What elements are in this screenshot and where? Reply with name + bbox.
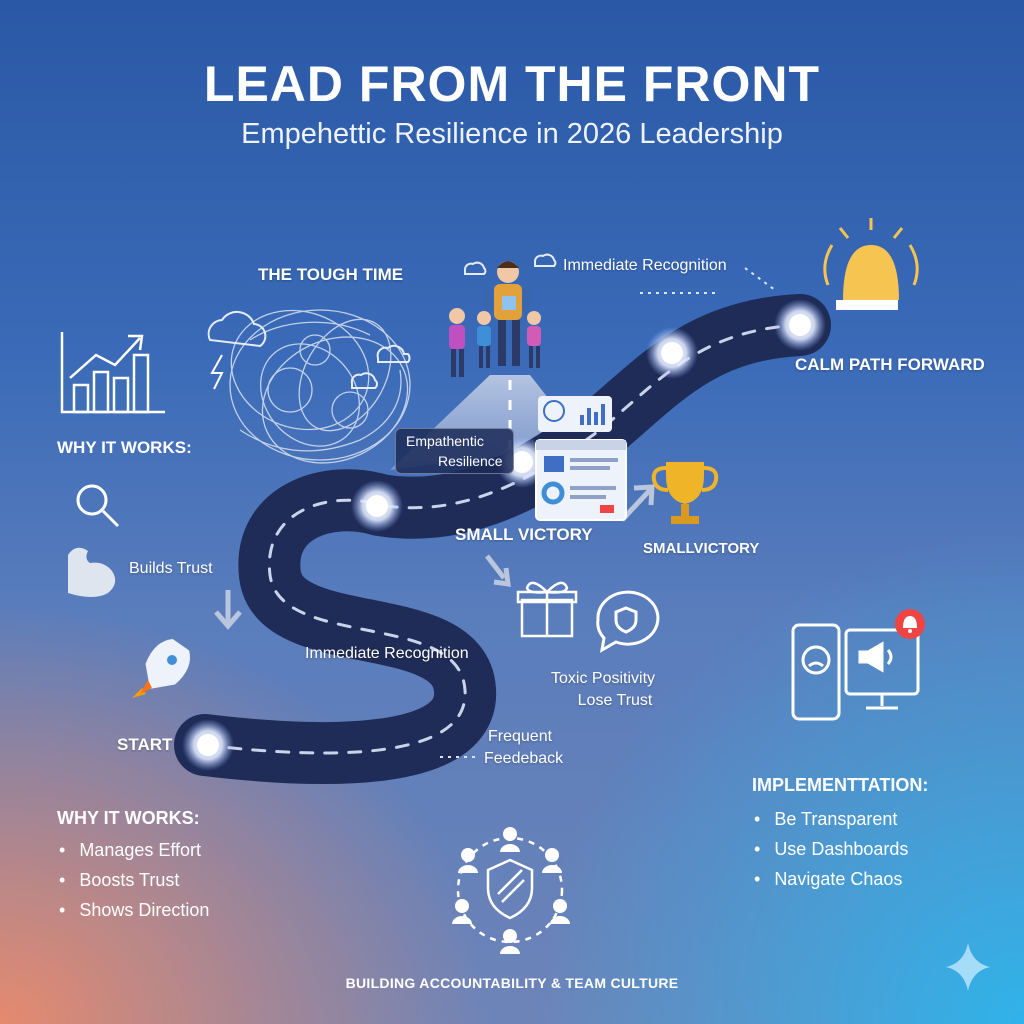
team-members <box>449 308 541 377</box>
devices-icon <box>791 623 920 721</box>
list-item: Navigate Chaos <box>754 864 928 894</box>
page-title: LEAD FROM THE FRONT <box>203 56 821 112</box>
trophy-icon <box>651 462 719 524</box>
immediate-recognition-mid-label: Immediate Recognition <box>305 645 469 662</box>
toxic-line-2: Lose Trust <box>577 692 653 709</box>
builds-trust-label: Builds Trust <box>129 560 213 577</box>
team-shield-icon <box>452 827 570 954</box>
calm-path-label: CALM PATH FORWARD <box>795 355 985 374</box>
why-it-works-heading: WHY IT WORKS: <box>57 808 200 828</box>
page-subtitle: Empehettic Resilience in 2026 Leadership <box>241 118 783 150</box>
implementation-list: Be Transparent Use Dashboards Navigate C… <box>752 804 928 894</box>
growth-chart-icon <box>60 332 165 414</box>
why-it-works-list: Manages Effort Boosts Trust Shows Direct… <box>57 835 209 925</box>
implementation-section: IMPLEMENTTATION: Be Transparent Use Dash… <box>752 775 928 894</box>
frequent-line-1: Frequent <box>488 728 553 745</box>
list-item: Be Transparent <box>754 804 928 834</box>
implementation-heading: IMPLEMENTTATION: <box>752 775 929 795</box>
list-item: Shows Direction <box>59 895 209 925</box>
magnifier-icon <box>76 484 120 528</box>
award-lamp-icon <box>823 218 919 310</box>
leader-figure <box>485 261 530 366</box>
list-item: Boosts Trust <box>59 865 209 895</box>
feedback-card-icon <box>538 396 612 432</box>
small-clouds <box>350 253 557 389</box>
down-right-arrow-icon <box>485 554 511 587</box>
chaos-scribble-icon <box>229 309 411 464</box>
empathetic-resilience-badge: Empathentic Resilience <box>395 428 514 474</box>
frequent-line-2: Feedeback <box>484 750 564 767</box>
notification-bell-icon <box>895 609 925 639</box>
small-victory-label: SMALL VICTORY <box>455 525 593 544</box>
list-item: Manages Effort <box>59 835 209 865</box>
list-item: Use Dashboards <box>754 834 928 864</box>
footer-caption: BUILDING ACCOUNTABILITY & TEAM CULTURE <box>345 975 679 991</box>
rocket-icon <box>132 638 190 698</box>
toxic-positivity-label: Toxic Positivity Lose Trust <box>551 670 655 710</box>
small-victory-2-label: SMALLVICTORY <box>643 540 760 557</box>
strength-arm-icon <box>68 547 116 597</box>
chat-shield-icon <box>596 590 660 653</box>
badge-line-1: Empathentic <box>406 433 484 449</box>
start-label: START <box>117 735 173 754</box>
toxic-line-1: Toxic Positivity <box>551 670 656 687</box>
storm-cloud-icon <box>207 310 267 390</box>
dashboard-card-icon <box>535 439 627 521</box>
badge-line-2: Resilience <box>438 453 503 469</box>
frequent-feedback-label: Frequent Feedeback <box>484 728 563 768</box>
immediate-recognition-top-label: Immediate Recognition <box>563 257 727 274</box>
why-it-works-section: WHY IT WORKS: Manages Effort Boosts Trus… <box>57 808 209 925</box>
gift-icon <box>516 581 578 638</box>
why-it-works-left-heading: WHY IT WORKS: <box>57 438 192 457</box>
sparkle-icon <box>946 943 990 991</box>
tough-time-label: THE TOUGH TIME <box>258 265 404 284</box>
down-arrow-icon <box>214 590 242 630</box>
